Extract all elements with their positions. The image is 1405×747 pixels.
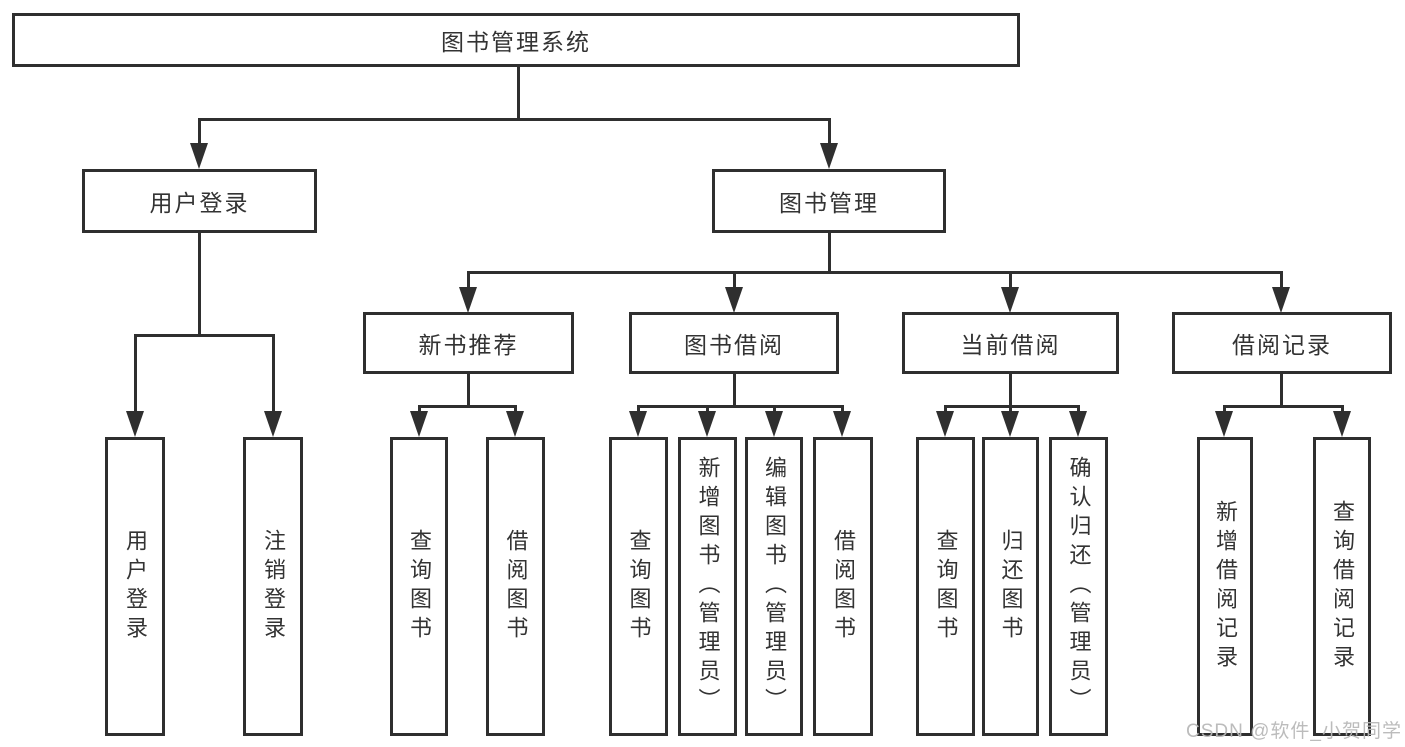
arrowhead-new-book [459, 287, 477, 313]
node-user-login: 用户登录 [82, 169, 317, 233]
arrowhead-leaf [765, 411, 783, 437]
node-label: 确认归还（管理员） [1066, 456, 1092, 717]
leaf-query-books-recommend: 查询图书 [390, 437, 448, 736]
arrowhead-book-borrowing [725, 287, 743, 313]
node-book-management: 图书管理 [712, 169, 946, 233]
node-label: 查询图书 [407, 528, 432, 645]
node-label: 图书借阅 [684, 332, 784, 358]
connector-drop-borrowing-records [1280, 271, 1283, 291]
arrowhead-leaf [410, 411, 428, 437]
node-label: 查询借阅记录 [1330, 499, 1355, 674]
connector-level1-rail [198, 118, 831, 121]
leaf-add-book-admin: 新增图书（管理员） [678, 437, 737, 736]
connector-level3-rail [467, 271, 1283, 274]
leaf-return-book: 归还图书 [982, 437, 1039, 736]
node-label: 借阅图书 [831, 528, 856, 645]
connector-drop-current-borrowing [1009, 271, 1012, 291]
arrowhead-leaf-logout [264, 411, 282, 437]
arrowhead-current-borrowing [1001, 287, 1019, 313]
arrowhead-leaf [1215, 411, 1233, 437]
connector-drop-new-book [467, 271, 470, 291]
leaf-add-borrow-record: 新增借阅记录 [1197, 437, 1253, 736]
node-label: 借阅图书 [503, 528, 529, 645]
arrowhead-leaf [1069, 411, 1087, 437]
connector-drop-book-borrowing [733, 271, 736, 291]
connector-borrowing-records-stem [1280, 374, 1283, 408]
arrowhead-leaf [629, 411, 647, 437]
node-current-borrowing: 当前借阅 [902, 312, 1119, 374]
connector-new-book-stem [467, 374, 470, 408]
arrowhead-book-management [820, 143, 838, 169]
node-label: 归还图书 [998, 528, 1024, 645]
connector-new-book-rail [418, 405, 517, 408]
leaf-edit-book-admin: 编辑图书（管理员） [745, 437, 803, 736]
arrowhead-leaf [1001, 411, 1019, 437]
node-book-borrowing: 图书借阅 [629, 312, 839, 374]
node-new-book-recommendation: 新书推荐 [363, 312, 574, 374]
connector-drop-leaf-user-login [134, 334, 137, 414]
node-label: 借阅记录 [1232, 332, 1332, 358]
arrowhead-leaf-user-login [126, 411, 144, 437]
connector-book-borrowing-rail [637, 405, 844, 408]
leaf-query-borrow-record: 查询借阅记录 [1313, 437, 1371, 736]
node-label: 新增图书（管理员） [695, 456, 721, 717]
connector-drop-user-login [198, 118, 201, 148]
node-library-management-system: 图书管理系统 [12, 13, 1020, 67]
arrowhead-borrowing-records [1272, 287, 1290, 313]
connector-user-login-rail [134, 334, 275, 337]
node-label: 编辑图书（管理员） [762, 456, 787, 717]
arrowhead-user-login [190, 143, 208, 169]
node-label: 图书管理系统 [441, 29, 591, 55]
node-label: 图书管理 [779, 190, 879, 216]
connector-current-borrowing-stem [1009, 374, 1012, 408]
node-label: 新增借阅记录 [1213, 499, 1238, 674]
node-label: 查询图书 [626, 528, 652, 645]
connector-book-management-stem [828, 232, 831, 274]
connector-user-login-stem [198, 232, 201, 337]
node-borrowing-records: 借阅记录 [1172, 312, 1392, 374]
connector-drop-book-management [828, 118, 831, 148]
node-label: 当前借阅 [960, 332, 1061, 358]
arrowhead-leaf [506, 411, 524, 437]
leaf-logout: 注销登录 [243, 437, 303, 736]
connector-current-borrowing-rail [944, 405, 1080, 408]
csdn-watermark: CSDN @软件_小贺同学 [1186, 721, 1402, 742]
node-label: 用户登录 [149, 190, 250, 216]
connector-book-borrowing-stem [733, 374, 736, 408]
leaf-query-books-borrowing: 查询图书 [609, 437, 668, 736]
leaf-user-login: 用户登录 [105, 437, 165, 736]
connector-drop-leaf-logout [272, 334, 275, 414]
arrowhead-leaf [1333, 411, 1351, 437]
leaf-borrow-books-recommend: 借阅图书 [486, 437, 545, 736]
connector-root-stem [517, 66, 520, 120]
connector-borrowing-records-rail [1223, 405, 1344, 408]
leaf-borrow-books-borrowing: 借阅图书 [813, 437, 873, 736]
leaf-query-books-current: 查询图书 [916, 437, 975, 736]
arrowhead-leaf [936, 411, 954, 437]
node-label: 查询图书 [933, 528, 959, 645]
leaf-confirm-return-admin: 确认归还（管理员） [1049, 437, 1108, 736]
arrowhead-leaf [833, 411, 851, 437]
node-label: 新书推荐 [418, 332, 519, 358]
node-label: 注销登录 [261, 528, 286, 645]
node-label: 用户登录 [123, 528, 148, 645]
arrowhead-leaf [698, 411, 716, 437]
